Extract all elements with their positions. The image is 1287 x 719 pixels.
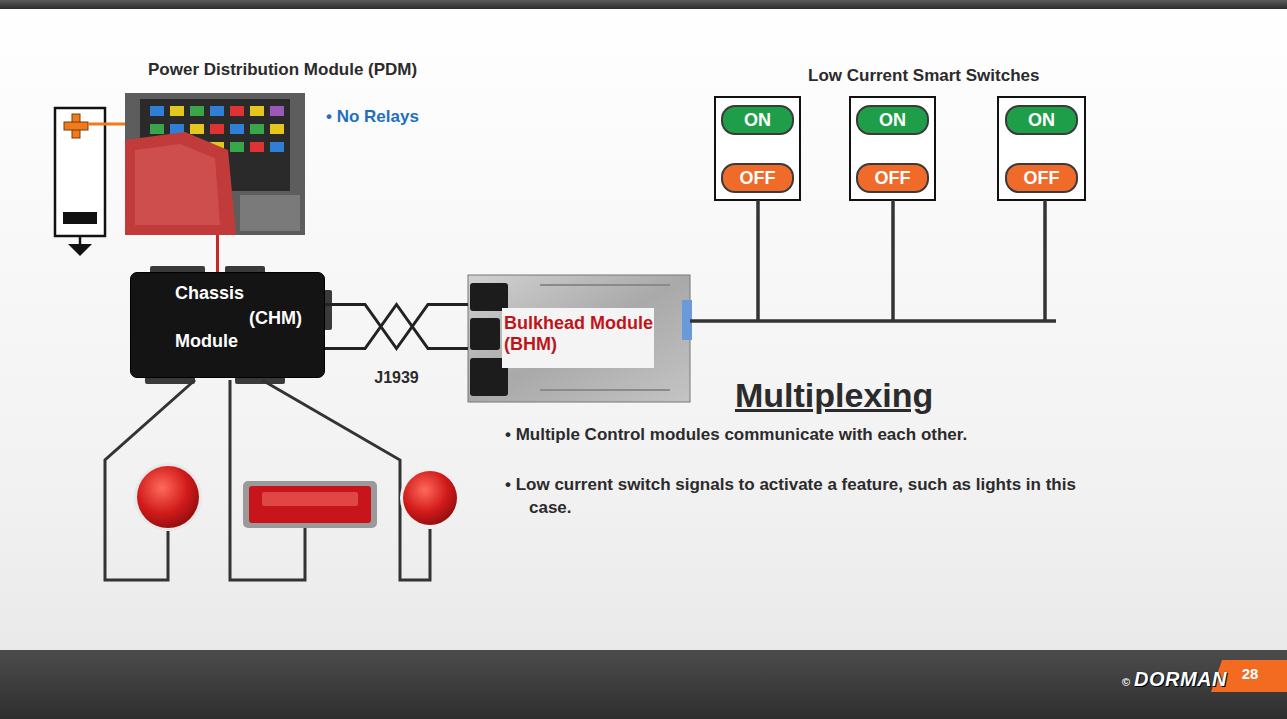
switch-state: OFF <box>1024 168 1060 189</box>
switch-state: ON <box>1028 110 1055 131</box>
chassis-module: Chassis(CHM) Module <box>130 272 325 378</box>
switch-state: OFF <box>740 168 776 189</box>
rect-light-base <box>243 481 377 528</box>
fuse <box>150 124 164 134</box>
light-bezel <box>400 468 460 528</box>
rect-light-highlight <box>262 492 358 506</box>
ground-wire <box>79 236 82 244</box>
pdm-base <box>240 195 300 231</box>
fuse <box>170 106 184 116</box>
fuse <box>230 124 244 134</box>
light-wire <box>262 380 430 580</box>
pdm-photo: Power Distribution Module (PDM) <box>125 93 305 235</box>
bhm-connector <box>470 283 508 311</box>
off-button: OFF <box>856 163 929 193</box>
switch-frame <box>998 97 1085 200</box>
fuse <box>250 142 264 152</box>
page-number: 28 <box>1222 665 1278 682</box>
j1939-twisted-pair <box>325 305 468 349</box>
power-feed <box>217 235 218 272</box>
battery-plus <box>64 122 88 130</box>
bhm-rib <box>540 284 670 286</box>
brand-logo: DORMAN <box>1134 668 1227 691</box>
battery-symbol <box>55 108 105 236</box>
rect-marker-light <box>249 486 371 523</box>
fuse <box>250 124 264 134</box>
on-button: ON <box>1005 105 1078 135</box>
pdm-cover-highlight <box>135 144 220 225</box>
fuse <box>250 106 264 116</box>
bus-label: J1939 <box>372 369 421 387</box>
ground-symbol <box>68 244 92 256</box>
switch-wire <box>891 200 895 321</box>
bhm-connector <box>470 318 500 350</box>
fuse <box>190 124 204 134</box>
fuse <box>270 142 284 152</box>
fuse <box>210 124 224 134</box>
module-label: Module <box>175 331 238 352</box>
light-bezel <box>134 463 202 531</box>
off-button: OFF <box>1005 163 1078 193</box>
pdm-housing <box>125 93 305 235</box>
switch-bus <box>690 319 1056 323</box>
fuse <box>270 124 284 134</box>
bullet-text: • Multiple Control modules communicate w… <box>505 423 1077 446</box>
connector-line <box>325 305 468 349</box>
on-button: ON <box>856 105 929 135</box>
bhm-sticker <box>502 308 654 368</box>
fuse <box>270 106 284 116</box>
switch-state: OFF <box>875 168 911 189</box>
on-button: ON <box>721 105 794 135</box>
module-label: Bulkhead Module (BHM) <box>504 313 654 355</box>
bullet-note: • No Relays <box>326 107 419 127</box>
fuse <box>230 106 244 116</box>
module-heading: Power Distribution Module (PDM) <box>148 60 417 80</box>
off-button: OFF <box>721 163 794 193</box>
fuse <box>150 106 164 116</box>
module-label: (CHM) <box>249 308 302 329</box>
light-wire <box>230 380 305 580</box>
slide-heading: Multiplexing <box>735 376 933 415</box>
copyright-mark: © <box>1122 676 1130 688</box>
round-marker-light <box>137 466 199 528</box>
switch-state: ON <box>879 110 906 131</box>
bhm-housing <box>468 275 690 402</box>
switch-wire <box>1043 200 1047 321</box>
bhm-rib <box>540 389 670 391</box>
bullet-text: • Low current switch signals to activate… <box>505 473 1077 519</box>
module-label: Chassis <box>175 283 244 304</box>
battery-minus <box>63 212 97 224</box>
switch-state: ON <box>744 110 771 131</box>
top-bar <box>0 0 1287 9</box>
switch-frame <box>850 97 935 200</box>
connector-line <box>216 235 219 272</box>
group-heading: Low Current Smart Switches <box>808 66 1039 86</box>
fuse <box>190 106 204 116</box>
pdm-cover <box>125 132 236 235</box>
switch-wire <box>756 200 760 321</box>
bulkhead-module: Bulkhead Module (BHM) <box>468 275 690 402</box>
fuse <box>230 142 244 152</box>
footer-band <box>0 650 1287 719</box>
small-marker-light <box>403 471 457 525</box>
connector-line <box>325 305 468 349</box>
switch-frame <box>715 97 800 200</box>
fuse <box>210 106 224 116</box>
